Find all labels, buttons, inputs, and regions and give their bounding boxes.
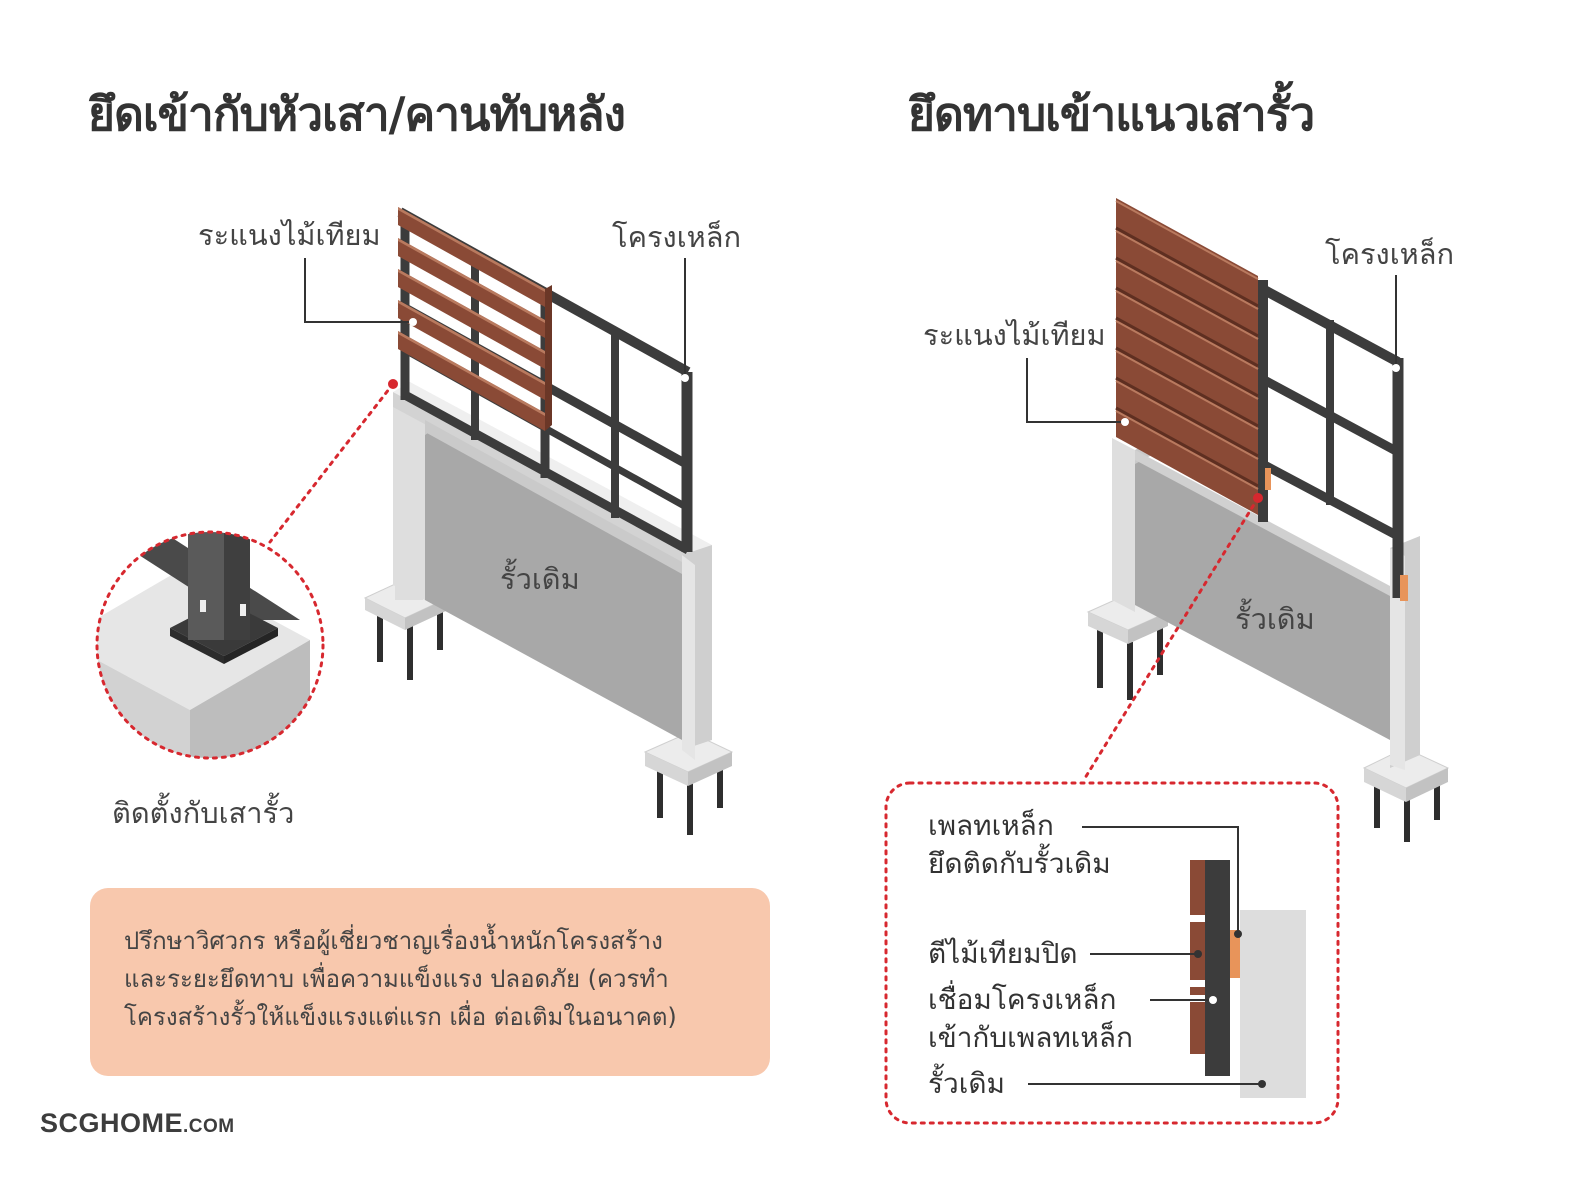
right-title: ยึดทาบเข้าแนวเสารั้ว [908,87,1315,141]
left-pile-rods-2 [657,765,723,835]
right-label-steel: โครงเหล็ก [1325,237,1455,271]
detail-label-plate-2: ยึดติดกับรั้วเดิม [928,847,1111,880]
right-fence-wall [1135,455,1390,740]
left-label-slats: ระแนงไม้เทียม [198,218,381,252]
advice-note: ปรึกษาวิศวกร หรือผู้เชี่ยวชาญเรื่องน้ำหน… [90,888,770,1076]
right-label-fence: รั้วเดิม [1235,602,1315,636]
left-fence-illustration [95,207,734,835]
detail-label-weld-1: เชื่อมโครงเหล็ก [928,983,1117,1016]
right-detail-pointer [1083,496,1260,780]
advice-note-line-3: โครงสร้างรั้วให้แข็งแรงแต่แรก เผื่อ ต่อเ… [124,1003,677,1031]
left-label-fence: รั้วเดิม [500,562,580,596]
left-wood-slats [398,207,552,431]
right-detail-leaders [1028,826,1262,1085]
left-detail-circle-border [95,530,325,760]
right-fence-illustration [884,198,1450,1125]
right-slats-leader [1026,358,1125,423]
right-label-slats: ระแนงไม้เทียม [923,318,1106,352]
left-title: ยึดเข้ากับหัวเสา/คานทับหลัง [88,87,626,141]
right-steel-frame [1252,280,1404,598]
logo-suffix: .COM [183,1116,235,1137]
left-detail-zoom [97,532,323,758]
left-label-detail: ติดตั้งกับเสารั้ว [112,796,295,830]
left-label-steel: โครงเหล็ก [612,220,742,254]
detail-label-cover: ตีไม้เทียมปิด [928,937,1078,970]
detail-label-weld-2: เข้ากับเพลทเหล็ก [928,1021,1133,1054]
left-detail-pointer [268,382,395,544]
right-wood-slats [1115,198,1259,515]
detail-label-fence: รั้วเดิม [928,1067,1005,1100]
advice-note-line-1: ปรึกษาวิศวกร หรือผู้เชี่ยวชาญเรื่องน้ำหน… [124,927,663,955]
left-slats-leader [304,258,413,323]
right-detail-box [884,781,1340,1125]
right-detail-section [1190,860,1306,1098]
logo-main: SCGHOME [40,1108,184,1138]
scghome-logo: SCGHOME.COM [40,1108,235,1139]
detail-label-plate-1: เพลทเหล็ก [928,809,1054,842]
left-fence-wall [425,425,682,740]
advice-note-line-2: และระยะยึดทาบ เพื่อความแข็งแรง ปลอดภัย (… [124,965,669,993]
